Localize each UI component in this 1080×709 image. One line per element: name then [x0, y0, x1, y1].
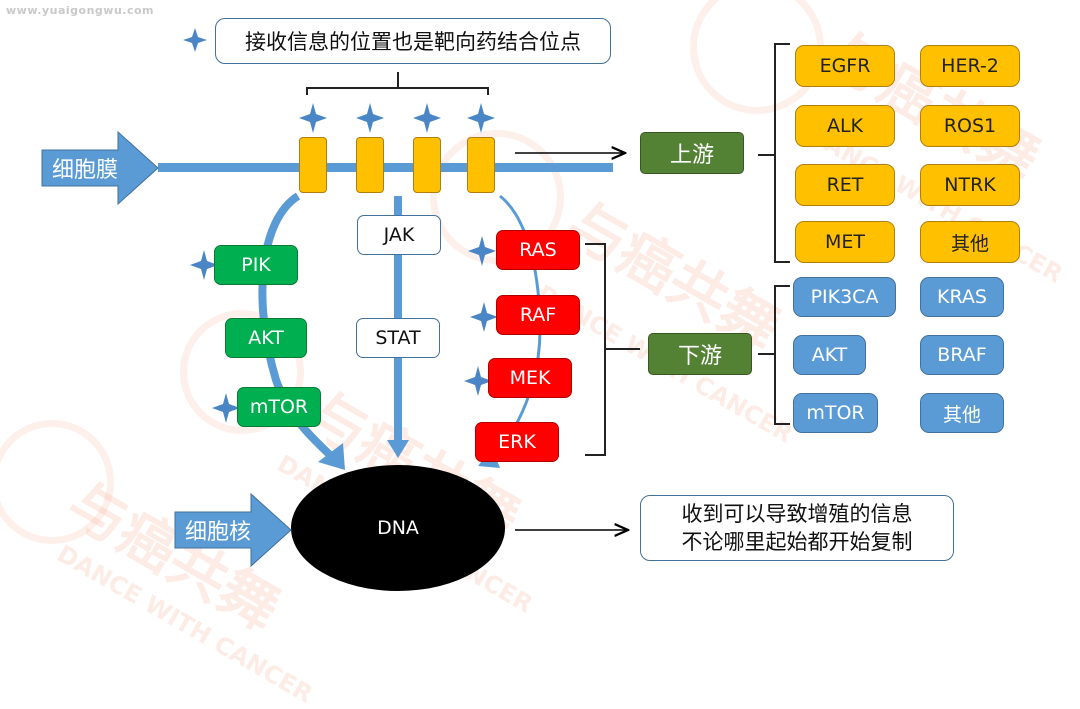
gene-akt: AKT — [793, 335, 866, 375]
membrane-line — [158, 163, 613, 172]
downstream-bracket — [758, 285, 790, 425]
gene-other-upstream: 其他 — [920, 221, 1020, 263]
gene-ros1: ROS1 — [920, 105, 1020, 147]
jak-stat-arrowhead — [387, 440, 409, 458]
site-watermark: www.yuaigongwu.com — [6, 4, 155, 17]
mtor-node: mTOR — [237, 387, 321, 427]
star-icon — [470, 302, 498, 332]
star-icon — [413, 103, 441, 133]
dna-ellipse — [291, 465, 505, 591]
gene-other-downstream: 其他 — [920, 393, 1004, 433]
downstream-category: 下游 — [648, 333, 752, 375]
nucleus-big-arrow — [174, 492, 292, 568]
membrane-big-arrow — [41, 130, 159, 206]
dna-label: DNA — [377, 517, 419, 539]
gene-braf: BRAF — [920, 335, 1004, 375]
receptor — [467, 137, 495, 193]
akt-node: AKT — [225, 318, 307, 358]
upstream-category: 上游 — [640, 132, 744, 174]
watermark-logo-icon — [0, 420, 114, 544]
gene-ret: RET — [795, 164, 895, 206]
receptor — [299, 137, 327, 193]
upstream-bracket — [758, 43, 790, 263]
receptor — [413, 137, 441, 193]
gene-met: MET — [795, 221, 895, 263]
star-icons — [183, 28, 498, 423]
star-icon — [299, 103, 327, 133]
gene-mtor: mTOR — [793, 393, 878, 433]
star-icon — [212, 393, 240, 423]
gene-ntrk: NTRK — [920, 164, 1020, 206]
ras-node: RAS — [496, 230, 580, 270]
erk-node: ERK — [475, 422, 559, 462]
raf-node: RAF — [496, 295, 580, 335]
gene-pik3ca: PIK3CA — [793, 277, 896, 317]
dna-note-line2: 不论哪里起始都开始复制 — [681, 530, 913, 554]
star-icon — [183, 28, 207, 52]
gene-egfr: EGFR — [795, 45, 895, 87]
receptor-brace — [306, 72, 489, 95]
mapk-bracket — [585, 243, 640, 456]
star-icon — [190, 250, 218, 280]
star-icon — [356, 103, 384, 133]
membrane-label: 细胞膜 — [52, 158, 119, 183]
watermark-logo-icon — [180, 310, 304, 434]
nucleus-label: 细胞核 — [185, 520, 252, 545]
receptor — [356, 137, 384, 193]
star-icon — [468, 236, 496, 266]
gene-her2: HER-2 — [920, 45, 1020, 87]
dna-note-line1: 收到可以导致增殖的信息 — [681, 502, 913, 526]
star-icon — [467, 103, 495, 133]
pik-node: PIK — [214, 245, 298, 285]
top-note: 接收信息的位置也是靶向药结合位点 — [215, 18, 611, 64]
mek-node: MEK — [488, 358, 572, 398]
gene-alk: ALK — [795, 105, 895, 147]
star-icon — [464, 366, 492, 396]
jak-node: JAK — [357, 215, 441, 255]
pi3k-arrowhead — [318, 443, 345, 470]
stat-node: STAT — [356, 318, 440, 358]
gene-kras: KRAS — [920, 277, 1004, 317]
dna-note: 收到可以导致增殖的信息 不论哪里起始都开始复制 — [640, 495, 954, 561]
